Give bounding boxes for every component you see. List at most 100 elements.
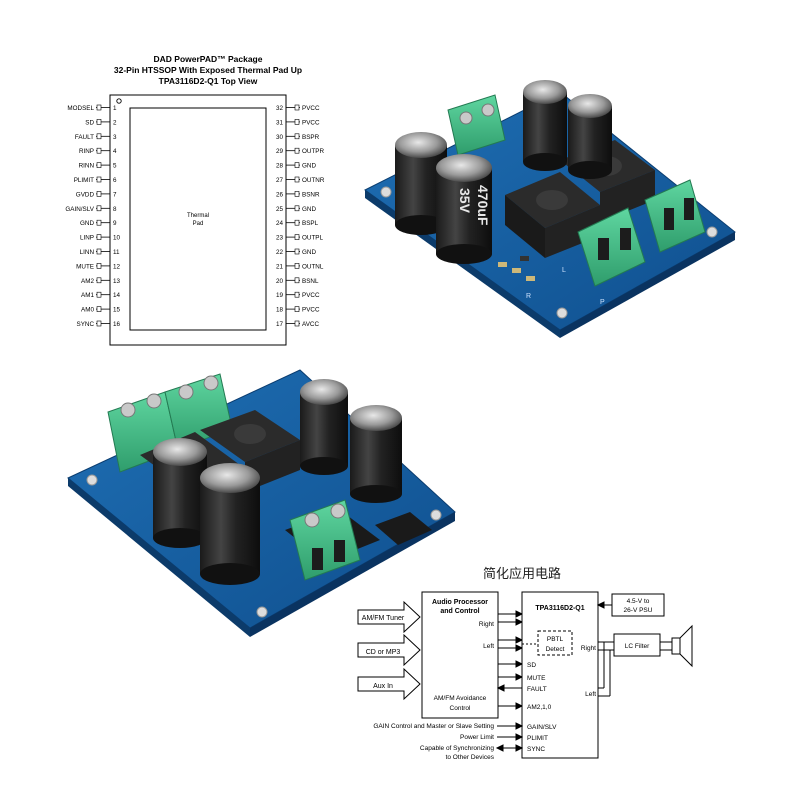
electrolytic-capacitor bbox=[300, 379, 348, 475]
gain-control-note: GAIN Control and Master or Slave Setting bbox=[373, 723, 494, 730]
screw-terminal bbox=[447, 94, 506, 156]
capacitor-label: 35V bbox=[457, 188, 473, 214]
pin-name: AM0 bbox=[81, 307, 94, 314]
pin-name: AM2 bbox=[81, 278, 94, 285]
pin-12: MUTE 12 bbox=[76, 263, 121, 270]
pin-name: GAIN/SLV bbox=[65, 206, 94, 213]
pin1-marker bbox=[116, 98, 122, 104]
input-arrow-am-fm: AM/FM Tuner bbox=[357, 600, 421, 634]
pin-name: GND bbox=[302, 163, 316, 170]
pcb-edge-right bbox=[560, 232, 735, 338]
pinout-title-line-2: 32-Pin HTSSOP With Exposed Thermal Pad U… bbox=[114, 65, 302, 75]
chip-pin-gain-slv: GAIN/SLV bbox=[527, 724, 557, 731]
pin-name: MUTE bbox=[76, 263, 94, 270]
svg-text:and Control: and Control bbox=[440, 608, 479, 615]
pin-name: OUTNL bbox=[302, 263, 324, 270]
pin-number: 26 bbox=[276, 191, 284, 198]
pinout-title-line-3: TPA3116D2-Q1 Top View bbox=[159, 76, 258, 86]
pin-number: 18 bbox=[276, 307, 284, 314]
power-limit-note: Power Limit bbox=[460, 734, 494, 741]
pin-name: GND bbox=[80, 220, 94, 227]
chip-left-label: Left bbox=[585, 691, 596, 698]
pin-name: GND bbox=[302, 249, 316, 256]
lc-filter-block bbox=[613, 633, 661, 657]
pin-number: 21 bbox=[276, 263, 284, 270]
pin-number: 14 bbox=[113, 292, 121, 299]
svg-text:LC Filter: LC Filter bbox=[625, 643, 650, 650]
pin-name: PLIMIT bbox=[74, 177, 94, 184]
electrolytic-capacitor bbox=[523, 80, 567, 171]
smd-chip bbox=[375, 512, 432, 545]
pin-name: SYNC bbox=[77, 321, 95, 328]
processor-right-label: Right bbox=[479, 621, 494, 628]
mount-hole bbox=[86, 474, 98, 486]
pin-number: 25 bbox=[276, 206, 284, 213]
schematic-title: 简化应用电路 bbox=[483, 566, 561, 581]
sync-note: Capable of Synchronizing bbox=[420, 745, 494, 752]
pin-number: 15 bbox=[113, 307, 121, 314]
amplifier-chip-title: TPA3116D2-Q1 bbox=[535, 605, 584, 612]
pin-number: 30 bbox=[276, 134, 284, 141]
pin-number: 23 bbox=[276, 235, 284, 242]
mount-hole bbox=[706, 226, 718, 238]
chip-pin-am: AM2,1,0 bbox=[527, 704, 552, 711]
svg-text:4.5-V to: 4.5-V to bbox=[627, 598, 650, 605]
electrolytic-capacitor bbox=[350, 405, 402, 503]
pin-number: 13 bbox=[113, 278, 121, 285]
chip-pin-fault: FAULT bbox=[527, 686, 547, 693]
mount-hole bbox=[380, 186, 392, 198]
electrolytic-capacitor bbox=[200, 463, 260, 585]
pin-number: 9 bbox=[113, 220, 117, 227]
screw-terminal bbox=[577, 207, 646, 287]
pin-number: 4 bbox=[113, 148, 117, 155]
pcb-edge bbox=[68, 478, 250, 637]
pin-name: LINP bbox=[80, 235, 94, 242]
pin-number: 31 bbox=[276, 119, 284, 126]
pinout-diagram: DAD PowerPAD™ Package 32-Pin HTSSOP With… bbox=[65, 54, 325, 346]
electrolytic-capacitor bbox=[153, 438, 207, 548]
screw-terminal bbox=[289, 499, 361, 581]
pin-name: RINN bbox=[79, 163, 95, 170]
svg-text:Control: Control bbox=[450, 705, 472, 712]
svg-text:26-V PSU: 26-V PSU bbox=[624, 607, 653, 614]
pin-number: 19 bbox=[276, 292, 284, 299]
pin-name: BSPL bbox=[302, 220, 319, 227]
input-arrow-aux: Aux In bbox=[357, 667, 421, 701]
mount-hole bbox=[430, 509, 442, 521]
pin-number: 24 bbox=[276, 220, 284, 227]
board-photo-top: 470uF 35V bbox=[364, 80, 736, 338]
pin-name: MODSEL bbox=[67, 105, 94, 112]
control-wires bbox=[495, 722, 524, 752]
pin-name: SD bbox=[85, 119, 94, 126]
pin-number: 12 bbox=[113, 263, 121, 270]
svg-text:AM/FM Tuner: AM/FM Tuner bbox=[362, 615, 405, 622]
pin-number: 20 bbox=[276, 278, 284, 285]
pin-name: PVCC bbox=[302, 292, 320, 299]
input-arrow-cd-mp3: CD or MP3 bbox=[357, 633, 421, 667]
svg-text:Detect: Detect bbox=[546, 646, 565, 653]
screw-terminal bbox=[644, 179, 706, 253]
amplifier-chip-block bbox=[521, 591, 599, 759]
chip-right-label: Right bbox=[581, 645, 596, 652]
mount-hole bbox=[556, 307, 568, 319]
pin-name: OUTNR bbox=[302, 177, 325, 184]
pin-name: OUTPR bbox=[302, 148, 324, 155]
pin-name: PVCC bbox=[302, 105, 320, 112]
